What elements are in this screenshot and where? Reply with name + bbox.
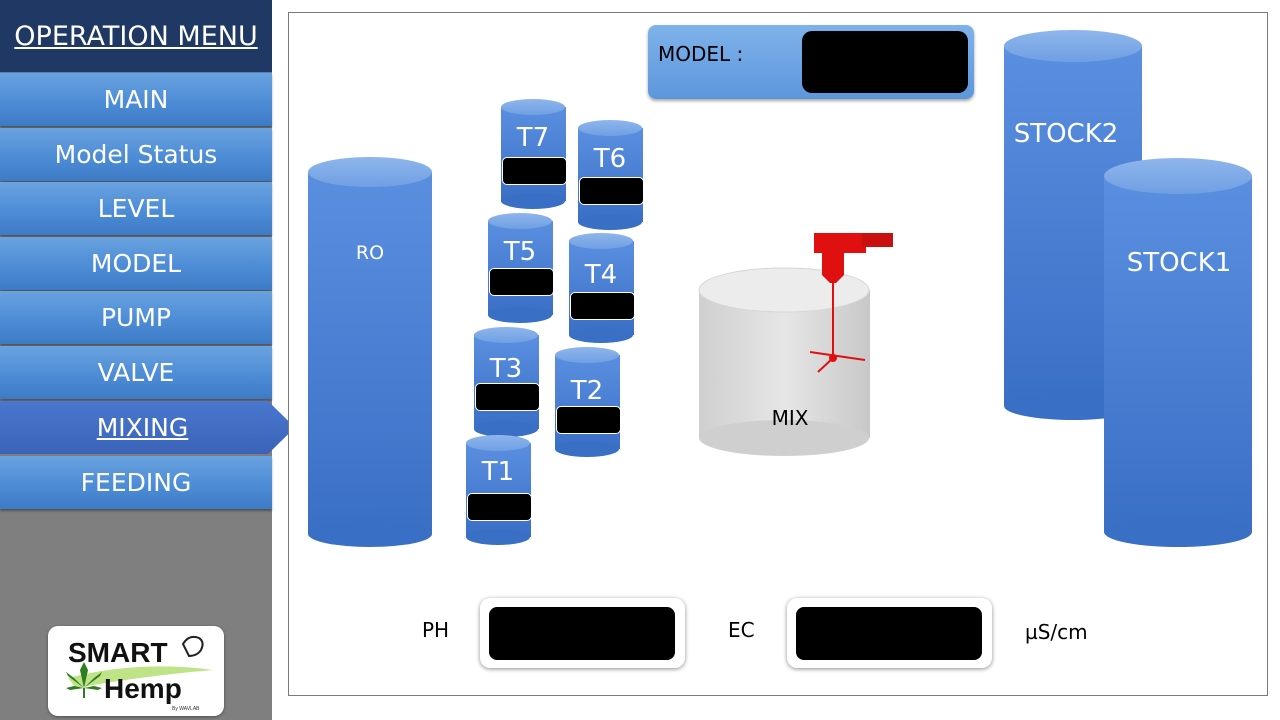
- cannabis-leaf-icon: [66, 662, 102, 698]
- menu-item-model[interactable]: MODEL: [0, 237, 272, 290]
- ph-value-display: [489, 607, 675, 660]
- model-value-display: [802, 31, 968, 93]
- t6-label: T6: [593, 144, 627, 174]
- menu-item-valve[interactable]: VALVE: [0, 346, 272, 399]
- mixer-icon[interactable]: [809, 233, 893, 373]
- tank-ro[interactable]: [308, 157, 432, 547]
- ec-unit: µS/cm: [1025, 620, 1088, 644]
- menu-item-level[interactable]: LEVEL: [0, 182, 272, 235]
- tank-t3[interactable]: [474, 327, 539, 437]
- t5-label: T5: [503, 237, 537, 267]
- t7-level-display: [502, 157, 567, 185]
- logo-hemp-text: Hemp: [104, 673, 182, 704]
- menu-item-feeding[interactable]: FEEDING: [0, 456, 272, 509]
- menu-header: OPERATION MENU: [0, 0, 272, 74]
- stock1-label: STOCK1: [1126, 248, 1232, 278]
- ec-display-frame: [787, 598, 992, 668]
- model-panel: MODEL :: [648, 25, 974, 99]
- stock2-label: STOCK2: [1013, 119, 1119, 149]
- menu-item-model-status[interactable]: Model Status: [0, 128, 272, 181]
- tank-mix[interactable]: [698, 267, 870, 456]
- menu-item-pump[interactable]: PUMP: [0, 291, 272, 344]
- t3-label: T3: [489, 354, 523, 384]
- t4-level-display: [570, 292, 635, 320]
- smart-hemp-logo: SMART Hemp By WAVLAB: [48, 626, 224, 716]
- t5-level-display: [489, 268, 554, 296]
- ph-display-frame: [480, 598, 685, 668]
- ec-label: EC: [728, 618, 755, 642]
- tank-t6[interactable]: [578, 120, 643, 230]
- t3-level-display: [475, 383, 540, 411]
- t1-label: T1: [481, 457, 515, 487]
- logo-smart-text: SMART: [68, 637, 168, 668]
- t1-level-display: [467, 493, 532, 521]
- model-label: MODEL :: [658, 42, 744, 66]
- sidebar: OPERATION MENU MAIN Model Status LEVEL M…: [0, 0, 295, 720]
- t6-level-display: [579, 177, 644, 205]
- menu-item-main[interactable]: MAIN: [0, 73, 272, 126]
- t4-label: T4: [584, 260, 618, 290]
- ph-label: PH: [422, 618, 450, 642]
- menu-item-mixing[interactable]: MIXING: [0, 401, 295, 454]
- tank-stock1[interactable]: [1104, 158, 1252, 547]
- mix-label: MIX: [771, 406, 809, 430]
- t2-level-display: [556, 406, 621, 434]
- tank-t1[interactable]: [466, 435, 531, 545]
- ec-value-display: [796, 607, 982, 660]
- logo-tagline: By WAVLAB: [172, 706, 200, 712]
- t7-label: T7: [516, 123, 550, 153]
- tank-t7[interactable]: [501, 99, 566, 209]
- t2-label: T2: [570, 376, 604, 406]
- ro-label: RO: [355, 242, 385, 264]
